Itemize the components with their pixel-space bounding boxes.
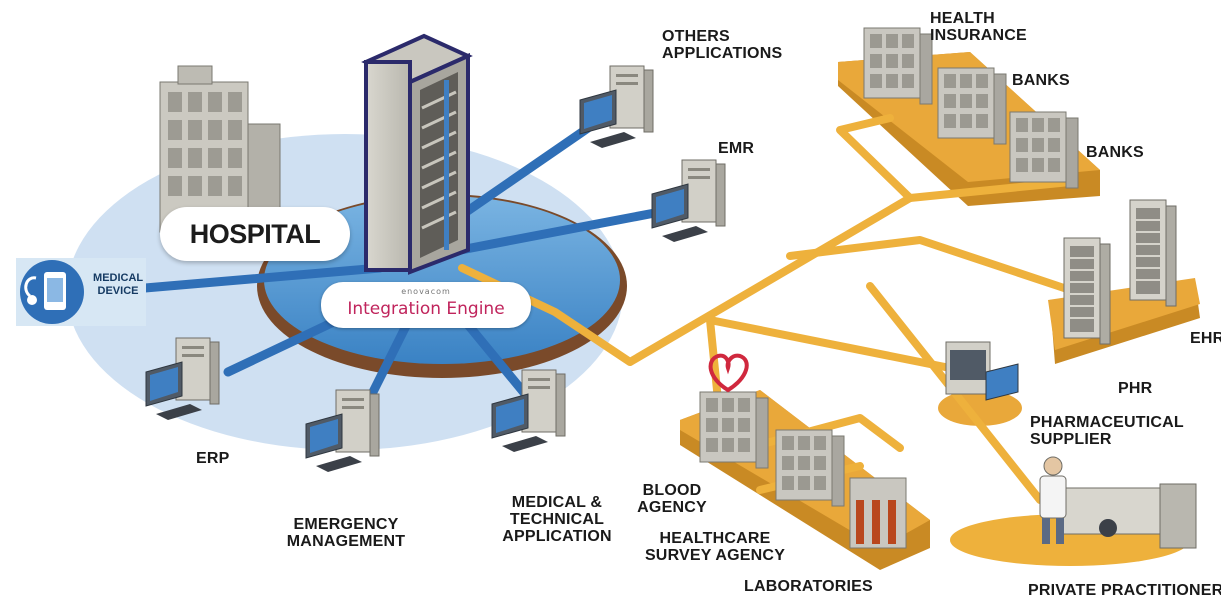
medical-device-label: MEDICAL DEVICE [92,272,144,298]
label-line: TECHNICAL [509,511,605,528]
emr-computer-icon [651,159,726,243]
label-line: OTHERS [662,28,730,45]
pharmaceutical-terminal-icon [945,341,1019,401]
blood-agency-label: BLOOD AGENCY [630,482,714,516]
label-line: APPLICATIONS [662,45,783,62]
emergency-management-label: EMERGENCY MANAGEMENT [276,516,416,550]
health-insurance-icon [863,27,933,105]
integration-server-icon [361,33,473,275]
private-practitioner-icon [950,456,1197,566]
stethoscope-icon [24,276,37,298]
label-line: LABORATORIES [744,578,873,595]
label-line: EMERGENCY [293,516,399,533]
label-line: BANKS [1012,72,1070,89]
engine-brand-logo: enovacom [401,287,451,296]
emr-label: EMR [718,140,754,157]
engine-name: Integration Engine [347,299,505,319]
laboratory-icon [849,477,907,549]
link-ehr [786,236,1074,294]
label-line: BANKS [1086,144,1144,161]
private-practitioner-label: PRIVATE PRACTITIONER [1028,582,1221,599]
label-line: MEDICAL & [511,494,603,511]
label-line: AGENCY [637,499,707,516]
label-line: SUPPLIER [1030,431,1112,448]
blood-agency-icon [699,391,769,469]
label-line: SURVEY AGENCY [644,547,786,564]
integration-engine-badge: enovacom Integration Engine [321,282,531,328]
label-line: APPLICATION [502,528,612,545]
label-line: INSURANCE [930,27,1027,44]
label-line: BLOOD [642,482,702,499]
label-line: HEALTH [930,10,995,27]
link-pharma [706,316,964,374]
banks-label: BANKS [1012,72,1070,89]
phr-label: PHR [1118,380,1152,397]
label-line: PHR [1118,380,1153,397]
link-medical-technical [455,310,535,405]
pharmaceutical-supplier-label: PHARMACEUTICAL SUPPLIER [1030,414,1184,448]
link-medical-device [140,263,385,293]
banks-label: BANKS [1086,144,1144,161]
link-emr [445,207,665,257]
medical-device-label-line: DEVICE [97,285,139,297]
others-applications-label: OTHERS APPLICATIONS [662,28,782,62]
label-line: EHR [1190,330,1221,347]
erp-label: ERP [196,450,230,467]
bank-icon [1009,111,1079,189]
medical-device-label-line: MEDICAL [93,272,143,284]
label-line: ERP [196,450,230,467]
survey-agency-icon [775,429,845,507]
link-insurance [836,114,914,202]
hospital-label: HOSPITAL [160,207,350,261]
heart-logo-icon [708,353,749,393]
label-line: MANAGEMENT [286,533,406,550]
medical-device-badge [16,258,146,326]
medical-technical-label: MEDICAL & TECHNICAL APPLICATION [496,494,618,545]
label-line: EMR [718,140,755,157]
health-insurance-label: HEALTH INSURANCE [930,10,1027,44]
ehr-server-icon [1129,199,1177,307]
external-network [458,27,1200,570]
ehr-server-icon [1063,237,1111,345]
ehr-label: EHR [1190,330,1221,347]
bank-icon [937,67,1007,145]
label-line: PHARMACEUTICAL [1030,414,1184,431]
link-banks [906,178,1074,202]
laboratories-label: LABORATORIES [744,578,873,595]
healthcare-survey-agency-label: HEALTHCARE SURVEY AGENCY [640,530,790,564]
label-line: HEALTHCARE [659,530,771,547]
others-applications-computer-icon [579,65,654,149]
label-line: PRIVATE PRACTITIONER [1028,582,1221,599]
